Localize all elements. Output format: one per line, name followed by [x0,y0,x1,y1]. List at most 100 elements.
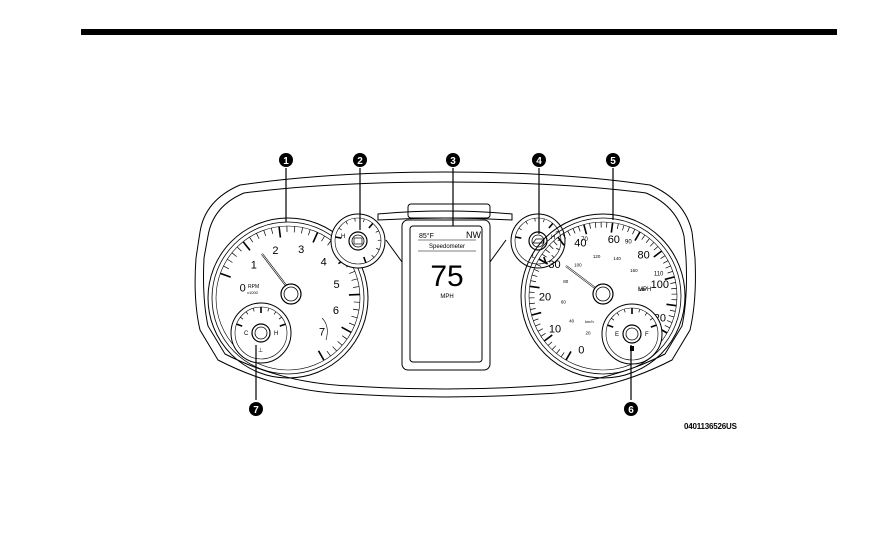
dial-tick [664,276,675,281]
dial-tick [537,328,543,332]
display-temperature: 85°F [419,232,434,240]
dial-tick [220,272,231,278]
svg-text:1: 1 [283,156,289,167]
dial-tick [301,227,303,234]
dial-label: 1 [251,259,257,271]
tachometer-unit-sub: x1000 [247,290,259,295]
dial-label: 30 [548,259,560,271]
dial-tick [335,236,342,239]
dial-tick [632,229,636,235]
callout-1: 1 [279,153,293,167]
dial-label: 90 [625,240,632,246]
speedometer-unit: MPH [638,287,651,293]
dial-tick [556,349,561,354]
dial-tick [531,274,538,277]
dial-tick [535,323,541,327]
dial-tick [545,249,550,254]
dial-tick [638,309,641,313]
callout-2: 2 [353,153,367,167]
dial-tick [245,311,249,315]
dial-tick [553,240,558,246]
dial-tick [530,308,536,310]
coolant-icon: ⊥ [258,347,263,354]
dial-tick [670,282,676,284]
dial-tick [653,250,663,258]
dial-tick [653,246,659,251]
dial-tick [671,287,677,290]
dial-tick [267,308,270,312]
dial-label: 20 [539,291,551,303]
svg-text:7: 7 [253,405,259,416]
dial-tick [352,308,360,311]
callout-leaders [255,168,632,400]
callout-6: 6 [624,402,638,416]
fuel-ticks [607,308,657,328]
dial-tick [557,236,565,246]
dial-tick [616,223,619,230]
oil-high-label: H [551,235,555,241]
dial-tick [341,335,348,340]
dial-tick [650,324,657,328]
dial-tick [353,286,360,288]
dial-tick [594,222,597,228]
dial-tick [376,248,380,250]
speedometer-ticks [529,222,677,361]
fuel-empty-label: E [615,332,619,338]
dial-tick [236,246,242,252]
dial-tick [560,352,565,358]
dial-tick [270,227,274,234]
dial-tick [538,258,548,265]
dial-tick [278,226,282,238]
trans-temp-gauge: H [330,213,386,269]
coolant-temp-gauge: C H ⊥ [230,302,292,364]
dial-tick [627,226,630,233]
dial-tick [572,228,576,234]
dial-tick [641,234,646,240]
dial-tick [562,233,566,239]
dial-tick [236,323,243,327]
dial-label: 0 [578,345,584,357]
dial-tick [549,244,554,250]
coolant-high-label: H [274,331,278,337]
dial-tick [645,238,650,243]
dial-tick [548,222,554,229]
dial-tick [256,233,260,239]
dial-tick [317,350,325,361]
dial-tick [242,241,251,251]
dial-tick [649,242,655,247]
dial-tick [649,317,653,321]
svg-text:2: 2 [357,156,363,167]
dial-tick [577,226,581,232]
dial-tick [518,227,522,231]
callout-4: 4 [532,153,546,167]
oil-pressure-gauge: L H [510,213,566,269]
dial-tick [223,265,230,270]
tachometer-ticks [220,226,360,361]
dial-tick [536,263,542,267]
dial-tick [231,252,237,257]
fuel-full-label: F [645,332,649,338]
dial-tick [368,222,374,229]
dial-tick [634,231,641,241]
dial-tick [616,312,620,316]
dial-label: 0 [240,283,246,295]
dial-tick [555,230,559,233]
dial-tick [533,269,540,272]
trans-high-label: H [341,234,345,240]
dial-tick [667,270,673,274]
dial-tick [543,334,553,342]
dial-tick [375,230,379,233]
dial-label: 3 [298,244,304,256]
dial-tick [337,341,343,346]
dial-tick [668,315,675,318]
dial-tick [227,258,233,263]
dial-label: 10 [549,323,561,335]
dial-tick [349,271,356,274]
dial-label: 6 [333,305,339,317]
dial-label: 120 [593,254,601,259]
dial-tick [664,325,670,329]
callout-3: 3 [446,153,460,167]
display-heading: NW [466,230,481,240]
